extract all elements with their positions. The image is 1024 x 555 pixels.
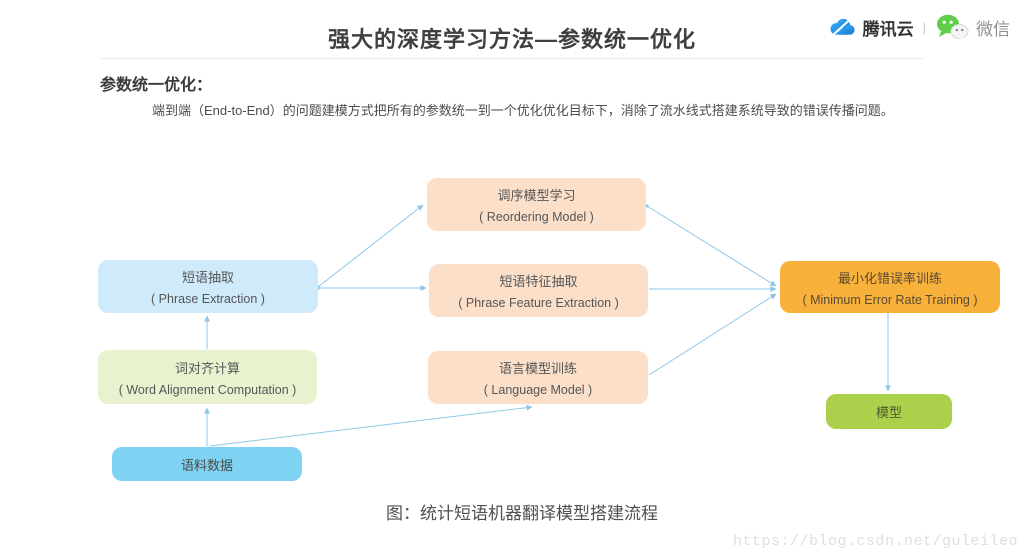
node-label-en: ( Language Model ) <box>483 383 593 397</box>
node-label-en: ( Reordering Model ) <box>479 210 594 224</box>
node-corpus-data: 语料数据 <box>112 447 302 481</box>
node-language-model: 语言模型训练 ( Language Model ) <box>428 351 648 404</box>
node-label-zh: 词对齐计算 <box>174 360 240 376</box>
header-divider <box>100 58 924 59</box>
node-label-zh: 语言模型训练 <box>498 361 577 376</box>
wechat-label: 微信 <box>976 19 1010 39</box>
brand-bar: 腾讯云 | 微信 <box>826 13 1010 41</box>
tencent-cloud-logo-icon <box>826 15 856 39</box>
node-phrase-feature-extraction: 短语特征抽取 ( Phrase Feature Extraction ) <box>429 264 648 317</box>
figure-caption: 图：统计短语机器翻译模型搭建流程 <box>386 504 658 523</box>
node-label-en: ( Phrase Extraction ) <box>151 292 265 306</box>
watermark-url: https://blog.csdn.net/guleileo <box>732 533 1018 550</box>
node-phrase-extraction: 短语抽取 ( Phrase Extraction ) <box>98 260 318 313</box>
node-label-en: ( Minimum Error Rate Training ) <box>802 292 978 307</box>
intro-paragraph: 端到端（End-to-End）的问题建模方式把所有的参数统一到一个优化优化目标下… <box>152 103 894 118</box>
page-title: 强大的深度学习方法—参数统一优化 <box>327 27 696 52</box>
brand-separator: | <box>922 19 926 35</box>
node-reordering-model: 调序模型学习 ( Reordering Model ) <box>427 178 646 231</box>
section-heading: 参数统一优化： <box>100 77 213 94</box>
node-word-alignment: 词对齐计算 ( Word Alignment Computation ) <box>98 350 317 404</box>
node-model: 模型 <box>826 394 952 429</box>
node-label-zh: 短语抽取 <box>181 270 234 285</box>
node-label-zh: 调序模型学习 <box>497 188 576 203</box>
node-minimum-error-rate-training: 最小化错误率训练 ( Minimum Error Rate Training ) <box>780 261 1000 313</box>
node-label-en: ( Phrase Feature Extraction ) <box>458 296 619 310</box>
wechat-icon <box>935 13 969 41</box>
node-label-en: ( Word Alignment Computation ) <box>118 382 297 397</box>
node-label-zh: 最小化错误率训练 <box>837 270 942 286</box>
node-label-zh: 语料数据 <box>180 457 233 473</box>
node-label-zh: 短语特征抽取 <box>499 274 578 289</box>
tencent-cloud-label: 腾讯云 <box>862 19 914 39</box>
node-label-zh: 模型 <box>875 405 902 420</box>
